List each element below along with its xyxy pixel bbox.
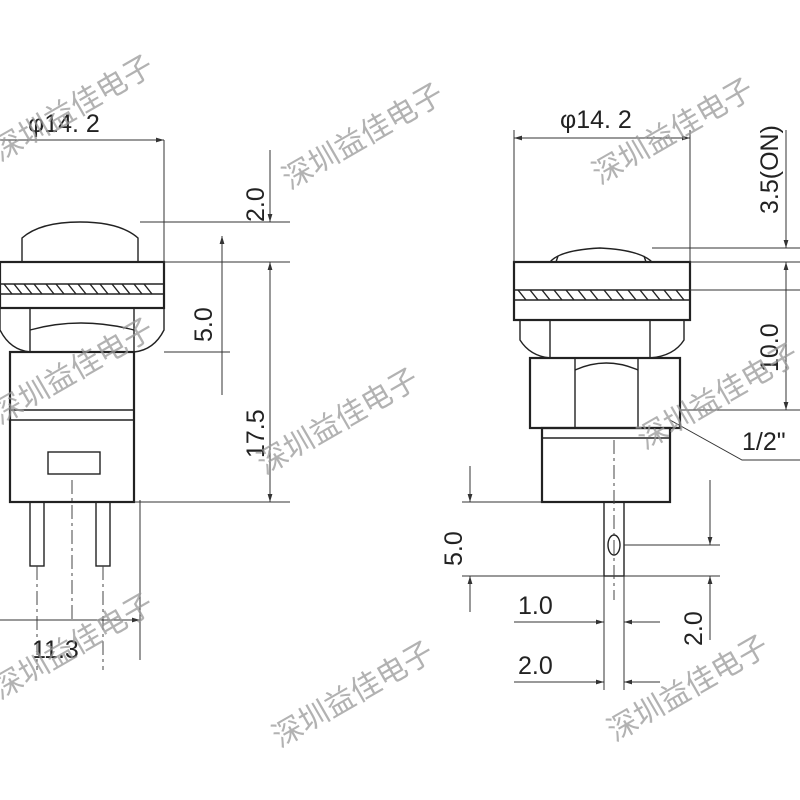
left-switch-view: φ14. 2 2.0 5.0 17.5 11.3 <box>0 110 290 670</box>
right-button-cap <box>549 247 653 263</box>
right-knurl <box>517 289 685 301</box>
right-dim-3-5-label: 3.5(ON) <box>756 125 784 214</box>
right-dim-2-vertical-label: 2.0 <box>680 611 708 646</box>
watermark: 深圳益佳电子 <box>267 635 440 755</box>
left-body-slot <box>47 451 101 475</box>
left-dim-2-label: 2.0 <box>242 187 270 222</box>
right-dim-2-bottom-label: 2.0 <box>518 652 553 680</box>
right-thread-leader <box>669 419 800 461</box>
right-hex-nut <box>519 320 685 359</box>
left-pin-2 <box>95 501 111 567</box>
right-dia-label: φ14. 2 <box>560 106 632 134</box>
left-body <box>8 350 136 504</box>
left-dim-11-label: 11.3 <box>32 636 79 664</box>
right-dim-5-label: 5.0 <box>440 531 468 566</box>
watermark: 深圳益佳电子 <box>252 362 425 482</box>
watermark: 深圳益佳电子 <box>277 77 450 197</box>
left-dia-label: φ14. 2 <box>28 110 100 138</box>
right-dim-10-label: 10.0 <box>756 323 784 372</box>
watermark: 深圳益佳电子 <box>0 587 160 707</box>
left-dim-5-label: 5.0 <box>190 307 218 342</box>
right-thread-label: 1/2" <box>742 428 786 456</box>
right-terminal <box>603 501 625 577</box>
watermarks: 深圳益佳电子 深圳益佳电子 深圳益佳电子 深圳益佳电子 深圳益佳电子 深圳益佳电… <box>0 49 800 755</box>
left-collar <box>0 260 166 310</box>
right-dim-1-label: 1.0 <box>518 592 553 620</box>
watermark: 深圳益佳电子 <box>0 312 160 432</box>
left-pin-1 <box>29 501 45 567</box>
left-knurl <box>3 283 153 295</box>
right-switch-view: φ14. 2 3.5(ON) 10.0 1/2" 5.0 1.0 2.0 2.0 <box>440 106 800 690</box>
left-button-cap <box>21 221 139 262</box>
left-dim-17-label: 17.5 <box>242 409 270 458</box>
watermark: 深圳益佳电子 <box>0 49 160 169</box>
right-collar <box>512 260 692 322</box>
